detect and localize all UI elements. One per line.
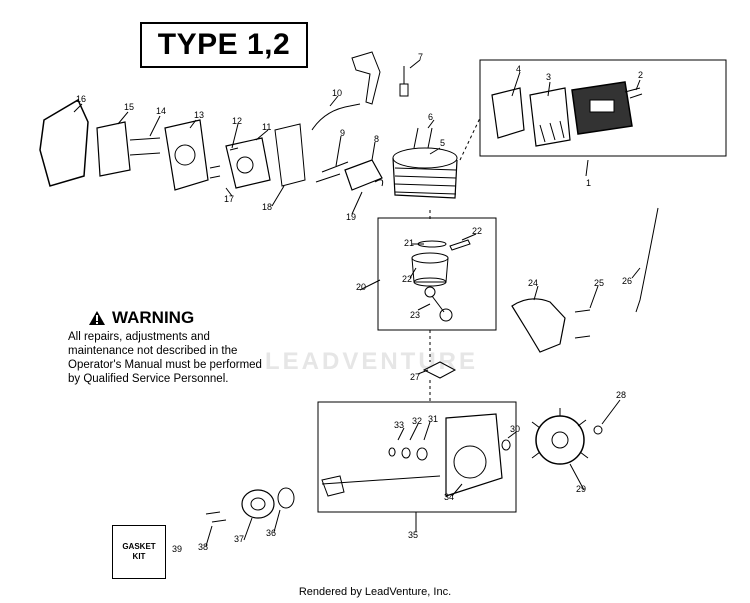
part-number-4: 4 — [516, 64, 521, 74]
part-7-spark-plug — [399, 66, 409, 97]
part-number-3: 3 — [546, 72, 551, 82]
part-number-22b: 22 — [402, 274, 412, 284]
part-number-18: 18 — [262, 202, 272, 212]
part-27-gasket — [422, 361, 457, 379]
part-crankshaft — [321, 475, 441, 497]
part-19 — [374, 179, 384, 187]
part-number-22: 22 — [472, 226, 482, 236]
part-number-19: 19 — [346, 212, 356, 222]
part-number-13: 13 — [194, 110, 204, 120]
part-22-piston — [411, 252, 449, 287]
warning-notice: WARNING All repairs, adjustments and mai… — [68, 308, 268, 386]
part-number-1: 1 — [586, 178, 591, 188]
part-number-15: 15 — [124, 102, 134, 112]
part-13-filter-base — [164, 119, 209, 191]
part-number-12: 12 — [232, 116, 242, 126]
part-number-34: 34 — [444, 492, 454, 502]
part-6-screws — [413, 127, 433, 149]
part-31-seal — [416, 447, 428, 461]
part-24-ignition-coil — [511, 298, 566, 353]
part-number-39: 39 — [172, 544, 182, 554]
part-number-35: 35 — [408, 530, 418, 540]
part-number-26: 26 — [622, 276, 632, 286]
piston-group-box — [377, 217, 497, 331]
part-number-17: 17 — [224, 194, 234, 204]
part-3-heat-shield — [529, 87, 571, 147]
gasket-kit-label: GASKET KIT — [122, 542, 156, 561]
part-28-washer — [593, 425, 603, 435]
part-number-9: 9 — [340, 128, 345, 138]
part-14-bolts — [129, 137, 161, 156]
part-number-10: 10 — [332, 88, 342, 98]
part-25-screws — [574, 309, 591, 339]
part-11-carburetor — [225, 137, 271, 189]
crankcase-group-box — [317, 401, 517, 513]
part-22-pin — [449, 239, 471, 251]
part-number-20: 20 — [356, 282, 366, 292]
muffler-group-box — [479, 59, 727, 157]
part-number-27: 27 — [410, 372, 420, 382]
part-number-21: 21 — [404, 238, 414, 248]
part-number-8: 8 — [374, 134, 379, 144]
part-29-flywheel — [531, 408, 589, 465]
part-18-gasket — [274, 123, 306, 187]
type-title: TYPE 1,2 — [157, 28, 291, 61]
part-12 — [229, 147, 239, 151]
warning-triangle-icon — [89, 311, 105, 325]
part-number-25: 25 — [594, 278, 604, 288]
part-number-29: 29 — [576, 484, 586, 494]
part-number-7: 7 — [418, 52, 423, 62]
part-2-screws — [624, 87, 643, 99]
part-5-cylinder — [392, 147, 458, 199]
part-number-38: 38 — [198, 542, 208, 552]
part-30-oring — [501, 439, 511, 451]
part-number-23: 23 — [410, 310, 420, 320]
part-15-filter — [96, 121, 131, 177]
part-number-37: 37 — [234, 534, 244, 544]
gasket-kit-box: GASKET KIT — [112, 525, 166, 579]
part-number-11: 11 — [262, 122, 271, 132]
part-8-intake — [344, 159, 383, 191]
part-number-16: 16 — [76, 94, 86, 104]
part-37-starter-housing — [241, 489, 275, 519]
part-34-crankcase — [445, 413, 503, 497]
part-17-screws — [209, 165, 221, 179]
part-33-washer — [388, 447, 396, 457]
part-number-2: 2 — [638, 70, 643, 80]
warning-heading: WARNING — [112, 308, 195, 327]
part-10-wire — [311, 103, 361, 131]
type-title-box: TYPE 1,2 — [140, 22, 308, 68]
part-32-bearing — [401, 447, 411, 459]
part-number-6: 6 — [428, 112, 433, 122]
part-9-bolts — [315, 161, 349, 183]
part-36-gasket — [277, 487, 295, 509]
part-number-24: 24 — [528, 278, 538, 288]
part-38-screws — [205, 511, 227, 523]
part-ignition-boot — [351, 51, 381, 105]
part-number-32: 32 — [412, 416, 422, 426]
part-number-28: 28 — [616, 390, 626, 400]
part-number-31: 31 — [428, 414, 438, 424]
part-number-36: 36 — [266, 528, 276, 538]
part-16-air-cover — [39, 98, 89, 187]
part-number-30: 30 — [510, 424, 520, 434]
part-number-33: 33 — [394, 420, 404, 430]
warning-heading-row: WARNING — [88, 308, 268, 328]
part-4-bracket — [491, 87, 525, 139]
part-number-14: 14 — [156, 106, 166, 116]
warning-text: All repairs, adjustments and maintenance… — [68, 331, 262, 385]
part-26-wire — [635, 207, 659, 313]
footer-credit: Rendered by LeadVenture, Inc. — [298, 586, 452, 598]
part-23-connecting-rod — [424, 286, 453, 322]
part-number-5: 5 — [440, 138, 445, 148]
